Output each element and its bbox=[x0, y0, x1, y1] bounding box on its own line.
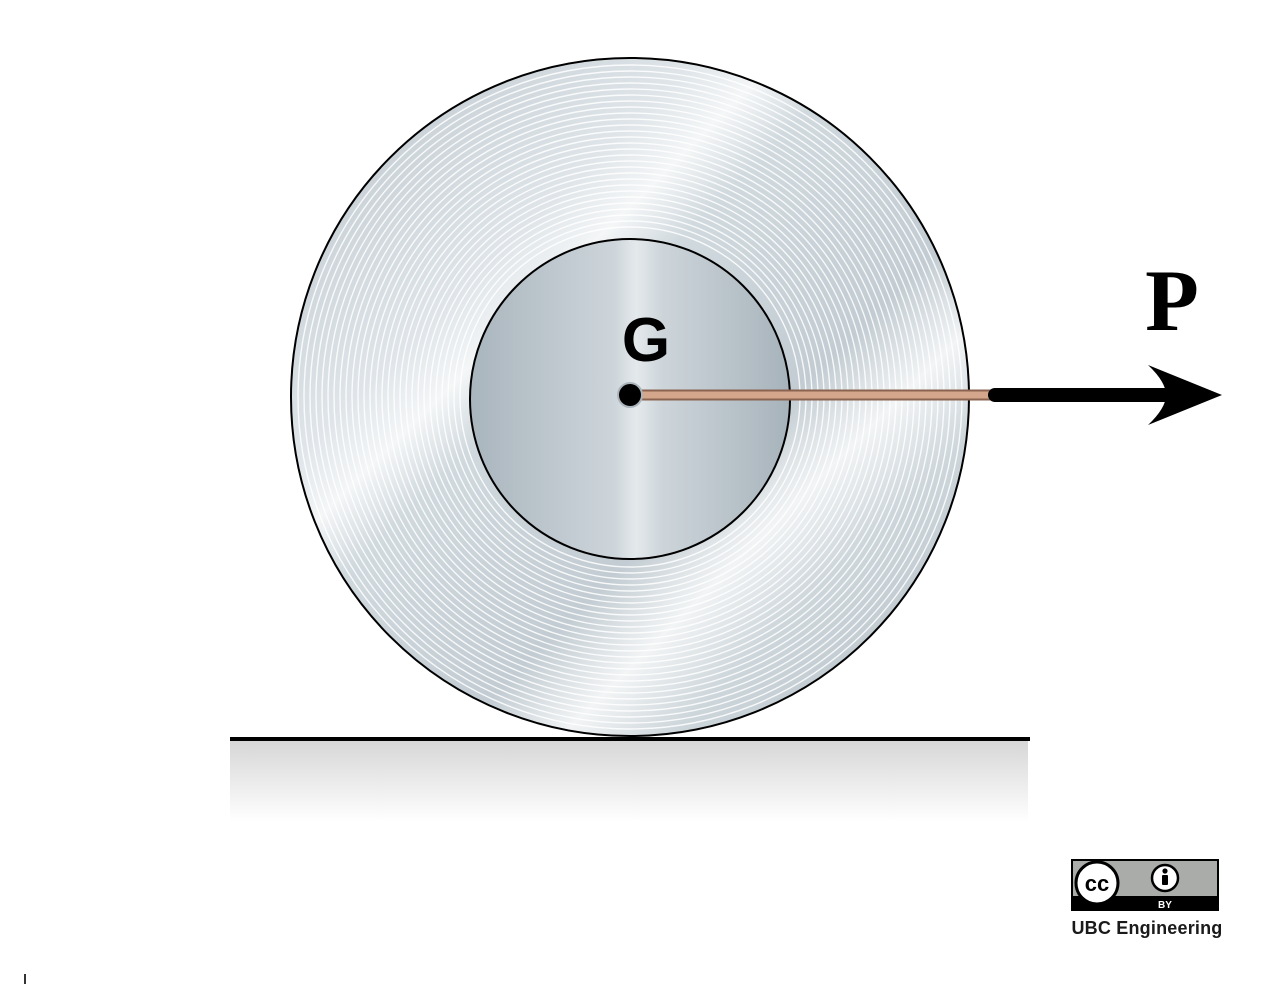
badge-by-label: BY bbox=[1158, 900, 1172, 911]
license-badge: cc BY bbox=[1071, 859, 1219, 911]
force-label: P bbox=[1145, 253, 1199, 350]
cc-icon: cc bbox=[1074, 860, 1120, 906]
center-point bbox=[617, 382, 643, 408]
center-label: G bbox=[622, 306, 670, 375]
svg-text:cc: cc bbox=[1085, 871, 1109, 896]
corner-mark bbox=[24, 974, 26, 984]
ground-shadow bbox=[230, 740, 1028, 822]
force-arrow-head bbox=[1148, 365, 1222, 425]
force-arrow bbox=[988, 365, 1222, 425]
credit-text: UBC Engineering bbox=[1071, 918, 1223, 938]
attribution-person-icon bbox=[1150, 863, 1180, 893]
